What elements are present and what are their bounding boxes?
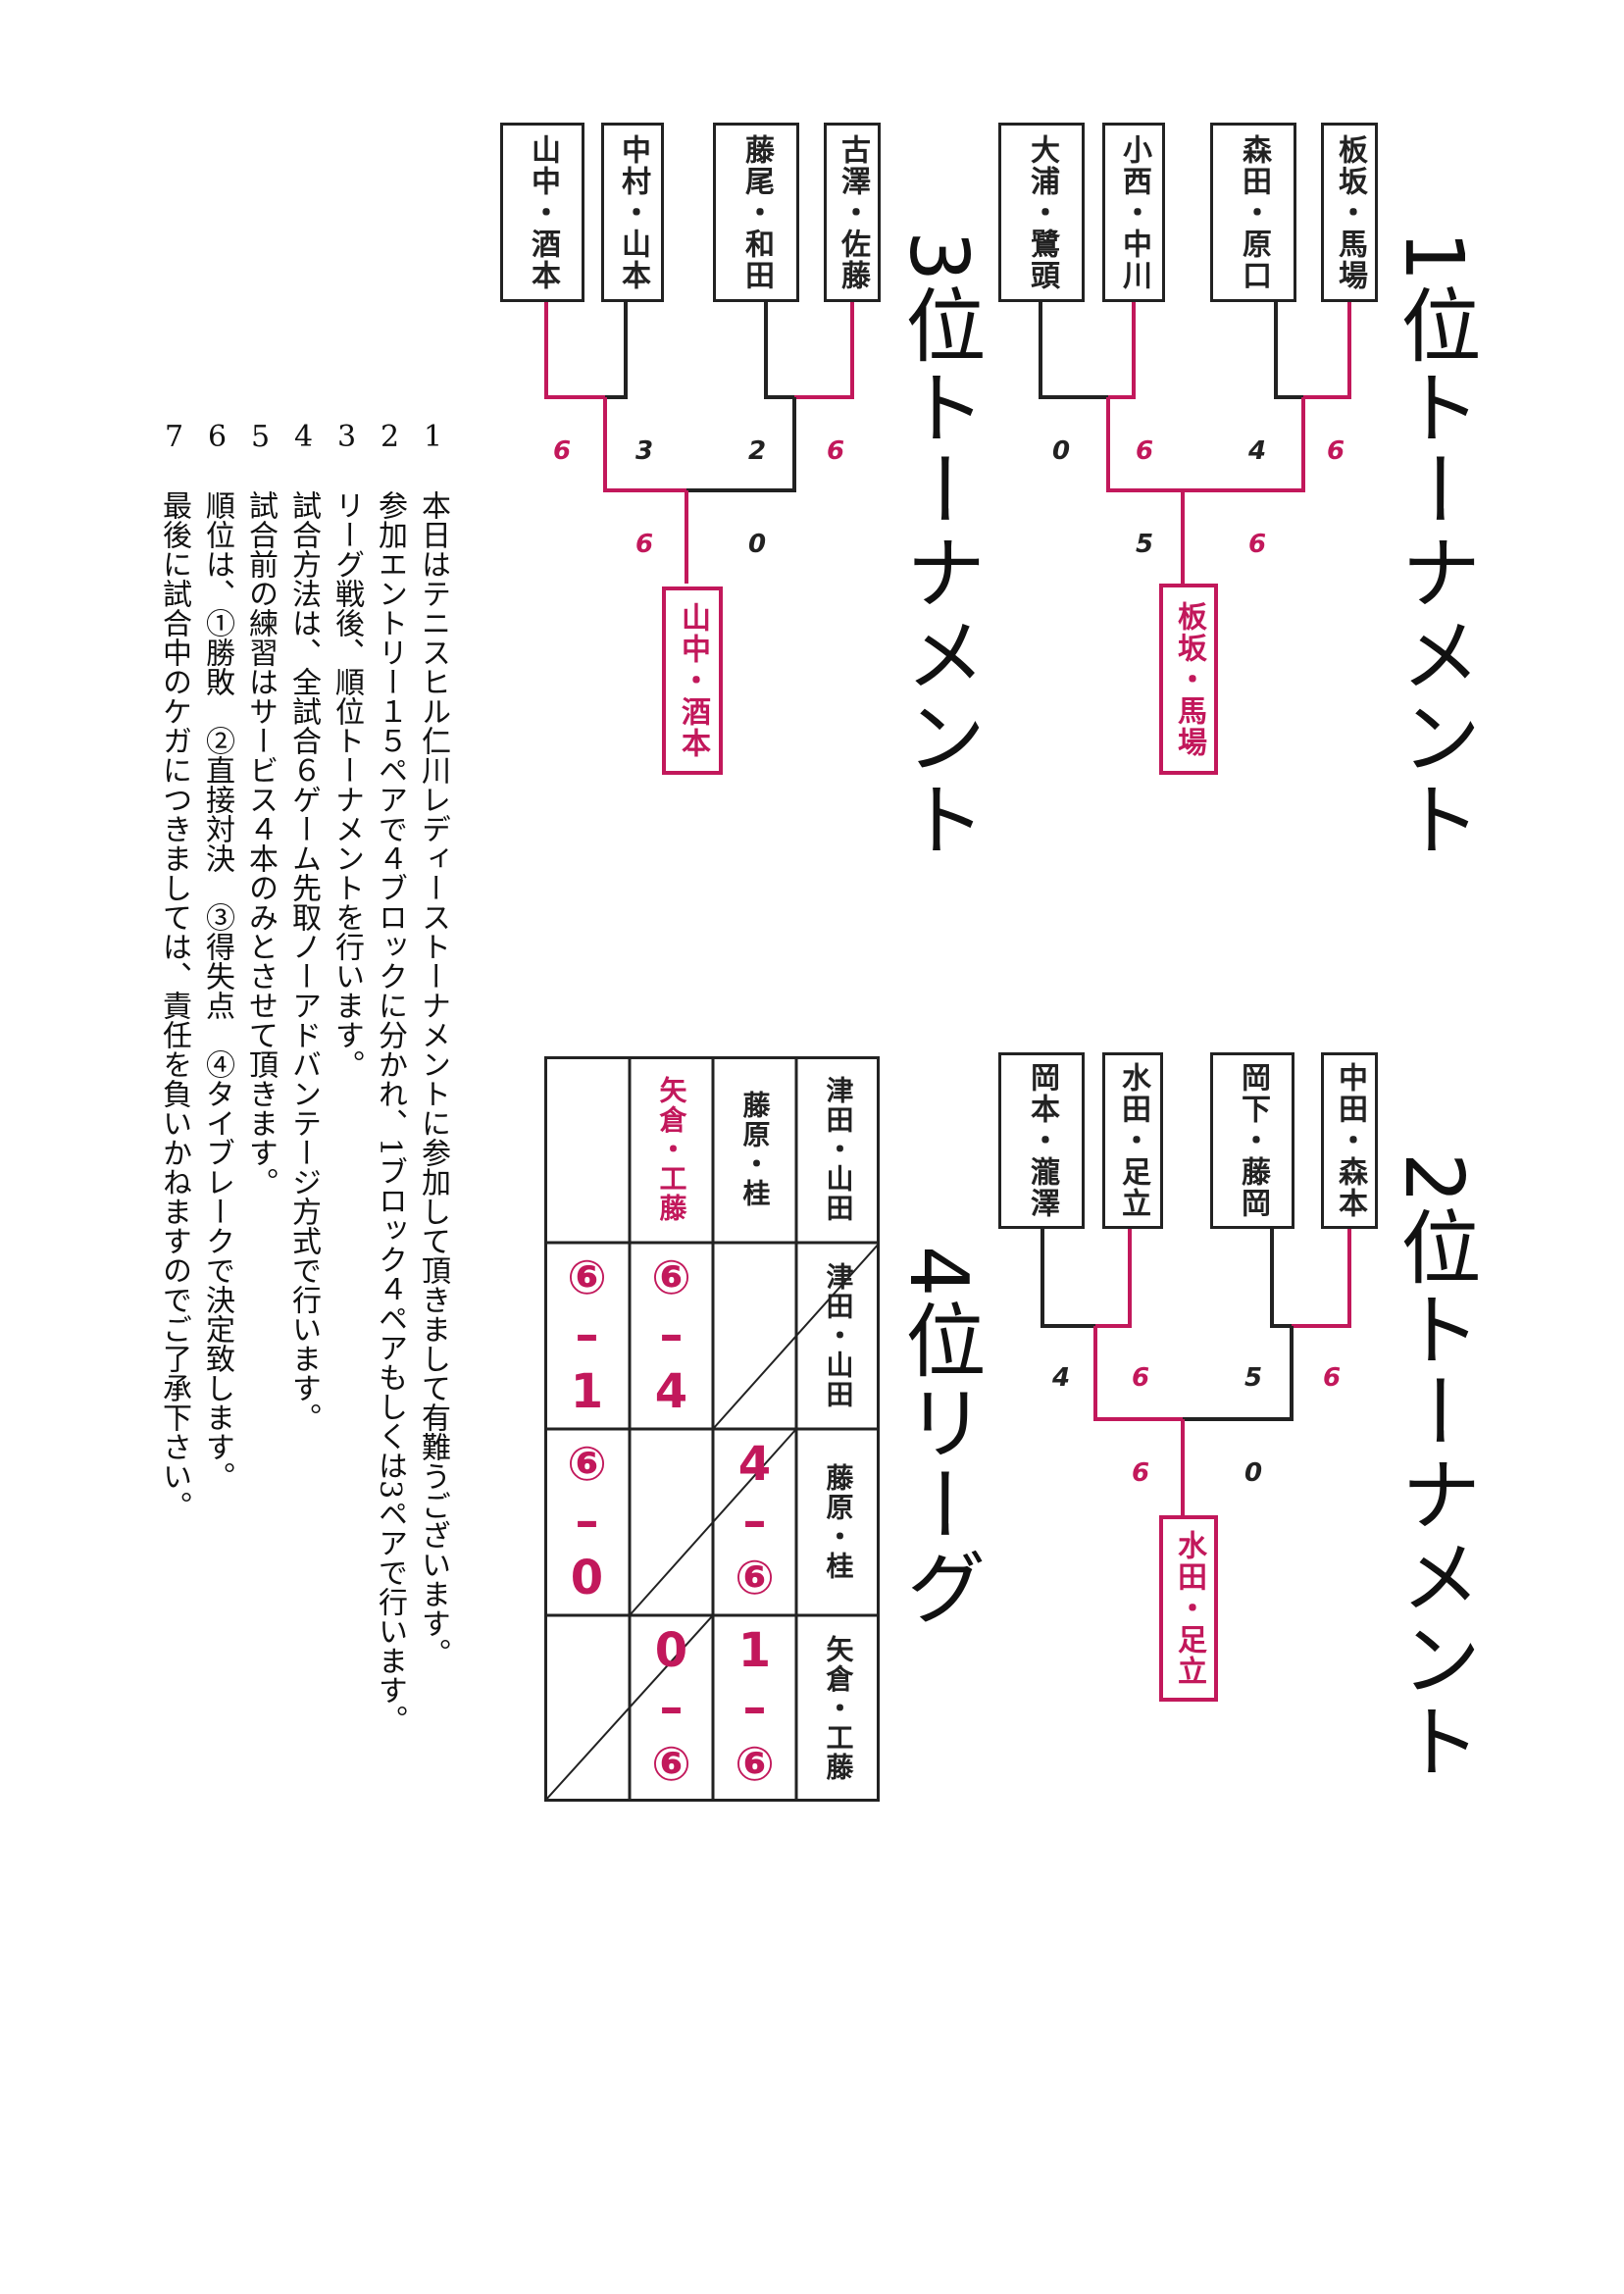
t1-semi-a bbox=[1183, 397, 1305, 492]
t1-pair-2: 森田・原口 bbox=[1210, 123, 1296, 302]
league-table: 津田・山田 藤原・桂 矢倉・工藤 津田・山田 藤原・桂 矢倉・工藤 4–⑥ 1–… bbox=[544, 1056, 880, 1802]
note-6-number: 6 bbox=[200, 420, 234, 454]
t2-line-pair3 bbox=[1095, 1226, 1132, 1328]
t2-score-a2: 5 bbox=[1243, 1363, 1263, 1393]
t2-line-pair2 bbox=[1270, 1226, 1292, 1328]
note-2-text: 参加エントリー１５ペアで４ブロックに分かれ、1ブロック４ペアもしくは3ペアで行い… bbox=[373, 490, 407, 1735]
t1-line-pair3 bbox=[1108, 299, 1136, 399]
t3-score-a2: 2 bbox=[747, 436, 767, 466]
league-row-team-3: 矢倉・工藤 bbox=[655, 1076, 688, 1223]
league-result-r1c3: 1–⑥ bbox=[727, 1623, 783, 1794]
t3-title: 3位トーナメント bbox=[891, 230, 985, 861]
t3-winner: 山中・酒本 bbox=[662, 586, 723, 775]
t2-score-b2: 4 bbox=[1051, 1363, 1071, 1393]
league-col-team-2: 藤原・桂 bbox=[822, 1463, 855, 1581]
t3-pair-2: 藤尾・和田 bbox=[713, 123, 799, 302]
league-row-team-2: 藤原・桂 bbox=[738, 1091, 772, 1208]
t2-winner: 水田・足立 bbox=[1159, 1515, 1218, 1702]
t1-semi-b bbox=[1106, 397, 1183, 492]
t1-line-pair1 bbox=[1303, 299, 1351, 399]
t1-pair-4: 大浦・鷺頭 bbox=[998, 123, 1085, 302]
league-col-team-3: 矢倉・工藤 bbox=[822, 1635, 855, 1782]
t2-score-a1: 6 bbox=[1322, 1363, 1342, 1393]
t3-line-pair2 bbox=[764, 299, 794, 399]
note-6-text: 順位は、①勝敗 ②直接対決 ③得失点 ④タイブレークで決定致します。 bbox=[200, 490, 234, 1491]
t3-line-pair4 bbox=[544, 299, 605, 399]
league-result-r3c2: ⑥–0 bbox=[559, 1437, 615, 1607]
t2-semi-b bbox=[1093, 1326, 1183, 1421]
note-4-number: 4 bbox=[286, 420, 321, 454]
t3-score-b2: 6 bbox=[552, 436, 572, 466]
t3-line-pair1 bbox=[794, 299, 854, 399]
t3-score-a1: 6 bbox=[826, 436, 845, 466]
league-row-team-1: 津田・山田 bbox=[822, 1076, 855, 1223]
league-col-team-1: 津田・山田 bbox=[822, 1262, 855, 1409]
league-result-r3c1: ⑥–1 bbox=[559, 1250, 615, 1421]
t1-winner: 板坂・馬場 bbox=[1159, 584, 1218, 775]
t2-line-pair4 bbox=[1040, 1226, 1095, 1328]
t2-score-b1: 6 bbox=[1131, 1363, 1150, 1393]
t1-score-b2: 0 bbox=[1051, 436, 1071, 466]
t1-pair-1: 板坂・馬場 bbox=[1321, 123, 1378, 302]
league-result-r2c3: 0–⑥ bbox=[643, 1623, 699, 1794]
t3-score-b1: 3 bbox=[634, 436, 654, 466]
t2-pair-2: 岡下・藤岡 bbox=[1210, 1052, 1294, 1229]
t2-title: 2位トーナメント bbox=[1387, 1152, 1480, 1783]
note-4-text: 試合方法は、全試合６ゲーム先取ノーアドバンテージ方式で行います。 bbox=[286, 490, 321, 1432]
t3-pair-4: 山中・酒本 bbox=[500, 123, 584, 302]
t1-score-b1: 6 bbox=[1135, 436, 1154, 466]
note-5-text: 試合前の練習はサービス４本のみとさせて頂きます。 bbox=[243, 490, 278, 1197]
t3-pair-3: 中村・山本 bbox=[601, 123, 664, 302]
t2-score-f2: 6 bbox=[1131, 1458, 1150, 1488]
league-result-r1c2: 4–⑥ bbox=[727, 1437, 783, 1607]
t2-score-f1: 0 bbox=[1243, 1458, 1263, 1488]
t3-line-pair3 bbox=[605, 299, 628, 399]
note-1-number: 1 bbox=[416, 420, 450, 454]
note-5-number: 5 bbox=[243, 420, 278, 454]
t2-pair-1: 中田・森本 bbox=[1321, 1052, 1378, 1229]
note-7-number: 7 bbox=[157, 420, 191, 454]
league-grid bbox=[544, 1056, 880, 1802]
t3-semi-a bbox=[686, 397, 796, 492]
note-7-text: 最後に試合中のケガにつきましては、責任を負いかねますのでご了承下さい。 bbox=[157, 490, 191, 1520]
note-1-text: 本日はテニスヒル仁川レディーストーナメントに参加して頂きまして有難うございます。 bbox=[416, 490, 450, 1667]
league-result-r2c1: ⑥–4 bbox=[643, 1250, 699, 1421]
t2-semi-a bbox=[1183, 1326, 1294, 1421]
t3-semi-b bbox=[603, 397, 686, 492]
t3-score-f2: 6 bbox=[634, 530, 654, 559]
t3-score-f1: 0 bbox=[747, 530, 767, 559]
t2-line-pair1 bbox=[1292, 1226, 1351, 1328]
t1-score-f2: 5 bbox=[1135, 530, 1154, 559]
t1-pair-3: 小西・中川 bbox=[1102, 123, 1165, 302]
t1-score-f1: 6 bbox=[1247, 530, 1267, 559]
t1-score-a2: 4 bbox=[1247, 436, 1267, 466]
t3-pair-1: 古澤・佐藤 bbox=[824, 123, 881, 302]
t1-title: 1位トーナメント bbox=[1387, 230, 1480, 861]
note-2-number: 2 bbox=[373, 420, 407, 454]
t1-line-pair4 bbox=[1039, 299, 1108, 399]
league-title: 4位リーグ bbox=[891, 1246, 985, 1629]
note-3-text: リーグ戦後、順位トーナメントを行います。 bbox=[330, 490, 364, 1079]
t1-line-pair2 bbox=[1274, 299, 1303, 399]
t2-pair-4: 岡本・瀧澤 bbox=[998, 1052, 1085, 1229]
t1-score-a1: 6 bbox=[1326, 436, 1345, 466]
t2-pair-3: 水田・足立 bbox=[1102, 1052, 1163, 1229]
note-3-number: 3 bbox=[330, 420, 364, 454]
